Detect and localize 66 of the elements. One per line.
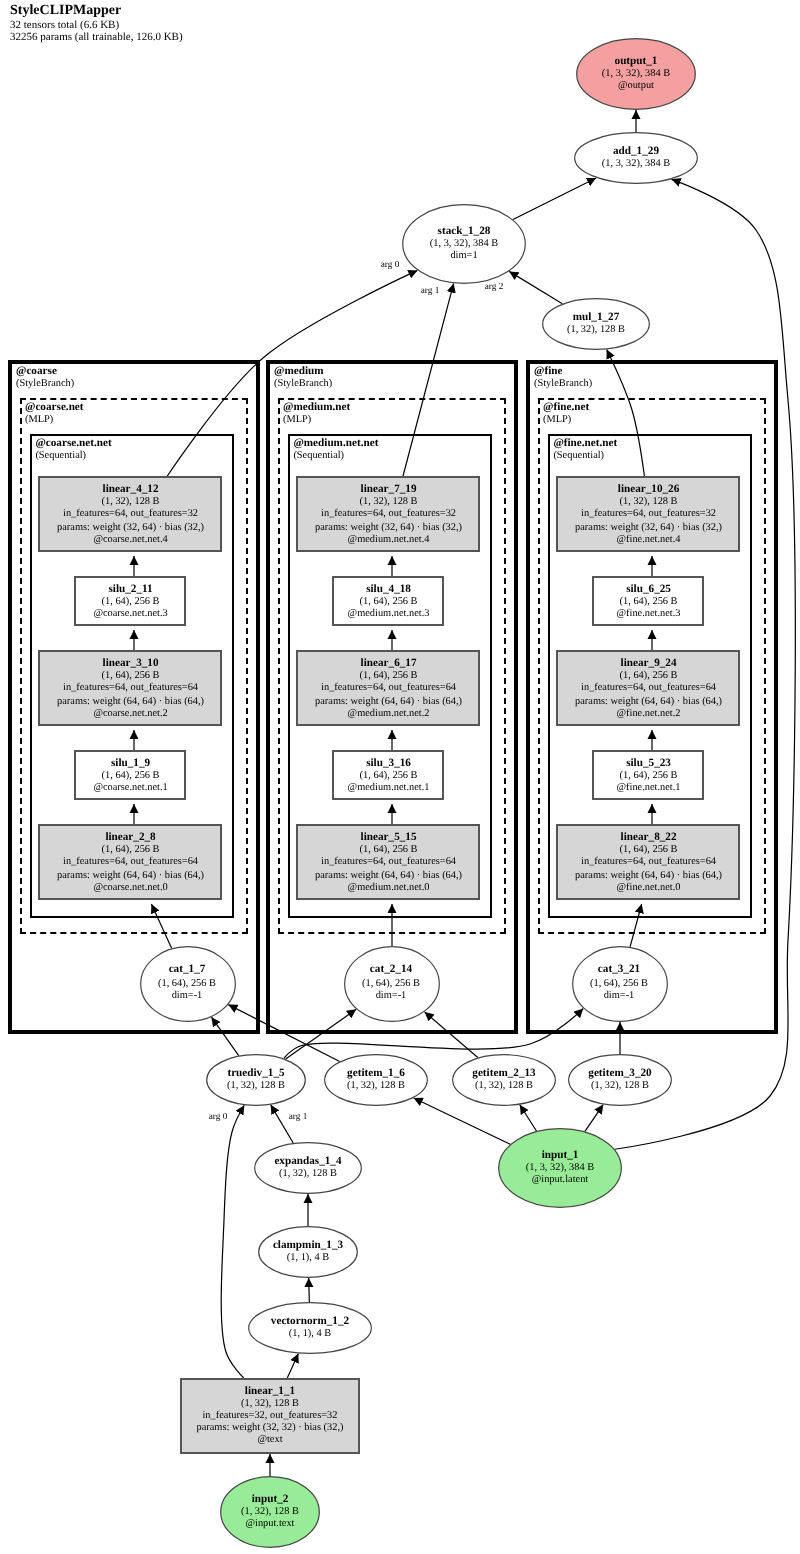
arrow bbox=[303, 1193, 313, 1227]
output-ellipse bbox=[576, 38, 696, 110]
layer-box bbox=[556, 476, 741, 553]
arrow bbox=[614, 178, 796, 1150]
operation-ellipse bbox=[574, 132, 698, 184]
module-frame bbox=[8, 360, 260, 1034]
activation-box bbox=[592, 576, 705, 627]
input-ellipse bbox=[220, 1476, 320, 1548]
sequential-frame bbox=[547, 433, 752, 918]
arrow bbox=[584, 1104, 604, 1132]
activation-box bbox=[592, 750, 705, 801]
operation-ellipse bbox=[248, 1302, 372, 1354]
operation-ellipse bbox=[402, 204, 526, 284]
activation-box bbox=[332, 750, 445, 801]
operation-ellipse bbox=[571, 945, 667, 1021]
dashed-module-frame bbox=[537, 397, 765, 933]
arrow bbox=[210, 1016, 240, 1057]
arrow bbox=[512, 177, 597, 221]
layer-box bbox=[38, 476, 223, 553]
layer-box bbox=[296, 476, 481, 553]
arrow bbox=[508, 270, 563, 305]
arrow bbox=[270, 1104, 294, 1144]
layer-box bbox=[296, 824, 481, 901]
arrow bbox=[401, 282, 456, 481]
operation-ellipse bbox=[324, 1054, 428, 1106]
arrow bbox=[412, 1097, 511, 1145]
arrow bbox=[150, 903, 173, 949]
operation-ellipse bbox=[568, 1054, 672, 1106]
arrow bbox=[423, 1011, 479, 1059]
layer-box bbox=[296, 650, 481, 727]
arrow bbox=[519, 1104, 538, 1132]
activation-box bbox=[74, 576, 187, 627]
arrow bbox=[286, 1352, 299, 1379]
operation-ellipse bbox=[542, 298, 650, 350]
arrow bbox=[615, 1021, 625, 1055]
layer-box bbox=[556, 824, 741, 901]
layer-box bbox=[38, 824, 223, 901]
operation-ellipse bbox=[254, 1142, 362, 1194]
arrow bbox=[227, 1004, 341, 1062]
module-frame bbox=[526, 360, 778, 1034]
arrow bbox=[265, 1453, 275, 1477]
arrow bbox=[629, 903, 644, 948]
arrow bbox=[285, 1008, 357, 1060]
layer-box bbox=[180, 1378, 360, 1454]
dashed-module-frame bbox=[277, 397, 505, 933]
arrow bbox=[283, 1007, 584, 1060]
input-ellipse bbox=[498, 1128, 622, 1208]
layer-box bbox=[556, 650, 741, 727]
operation-ellipse bbox=[452, 1054, 556, 1106]
operation-ellipse bbox=[206, 1054, 306, 1106]
sequential-frame bbox=[287, 433, 492, 918]
module-frame bbox=[266, 360, 518, 1034]
operation-ellipse bbox=[139, 945, 235, 1021]
arrow bbox=[606, 348, 646, 481]
dashed-module-frame bbox=[19, 397, 247, 933]
activation-box bbox=[74, 750, 187, 801]
arrow bbox=[220, 1104, 245, 1379]
arrow bbox=[304, 1277, 314, 1303]
operation-ellipse bbox=[258, 1226, 358, 1278]
layer-box bbox=[38, 650, 223, 727]
operation-ellipse bbox=[343, 945, 439, 1021]
sequential-frame bbox=[29, 433, 234, 918]
arrow bbox=[164, 269, 419, 481]
arrow bbox=[387, 903, 397, 947]
arrow bbox=[631, 109, 641, 133]
activation-box bbox=[332, 576, 445, 627]
